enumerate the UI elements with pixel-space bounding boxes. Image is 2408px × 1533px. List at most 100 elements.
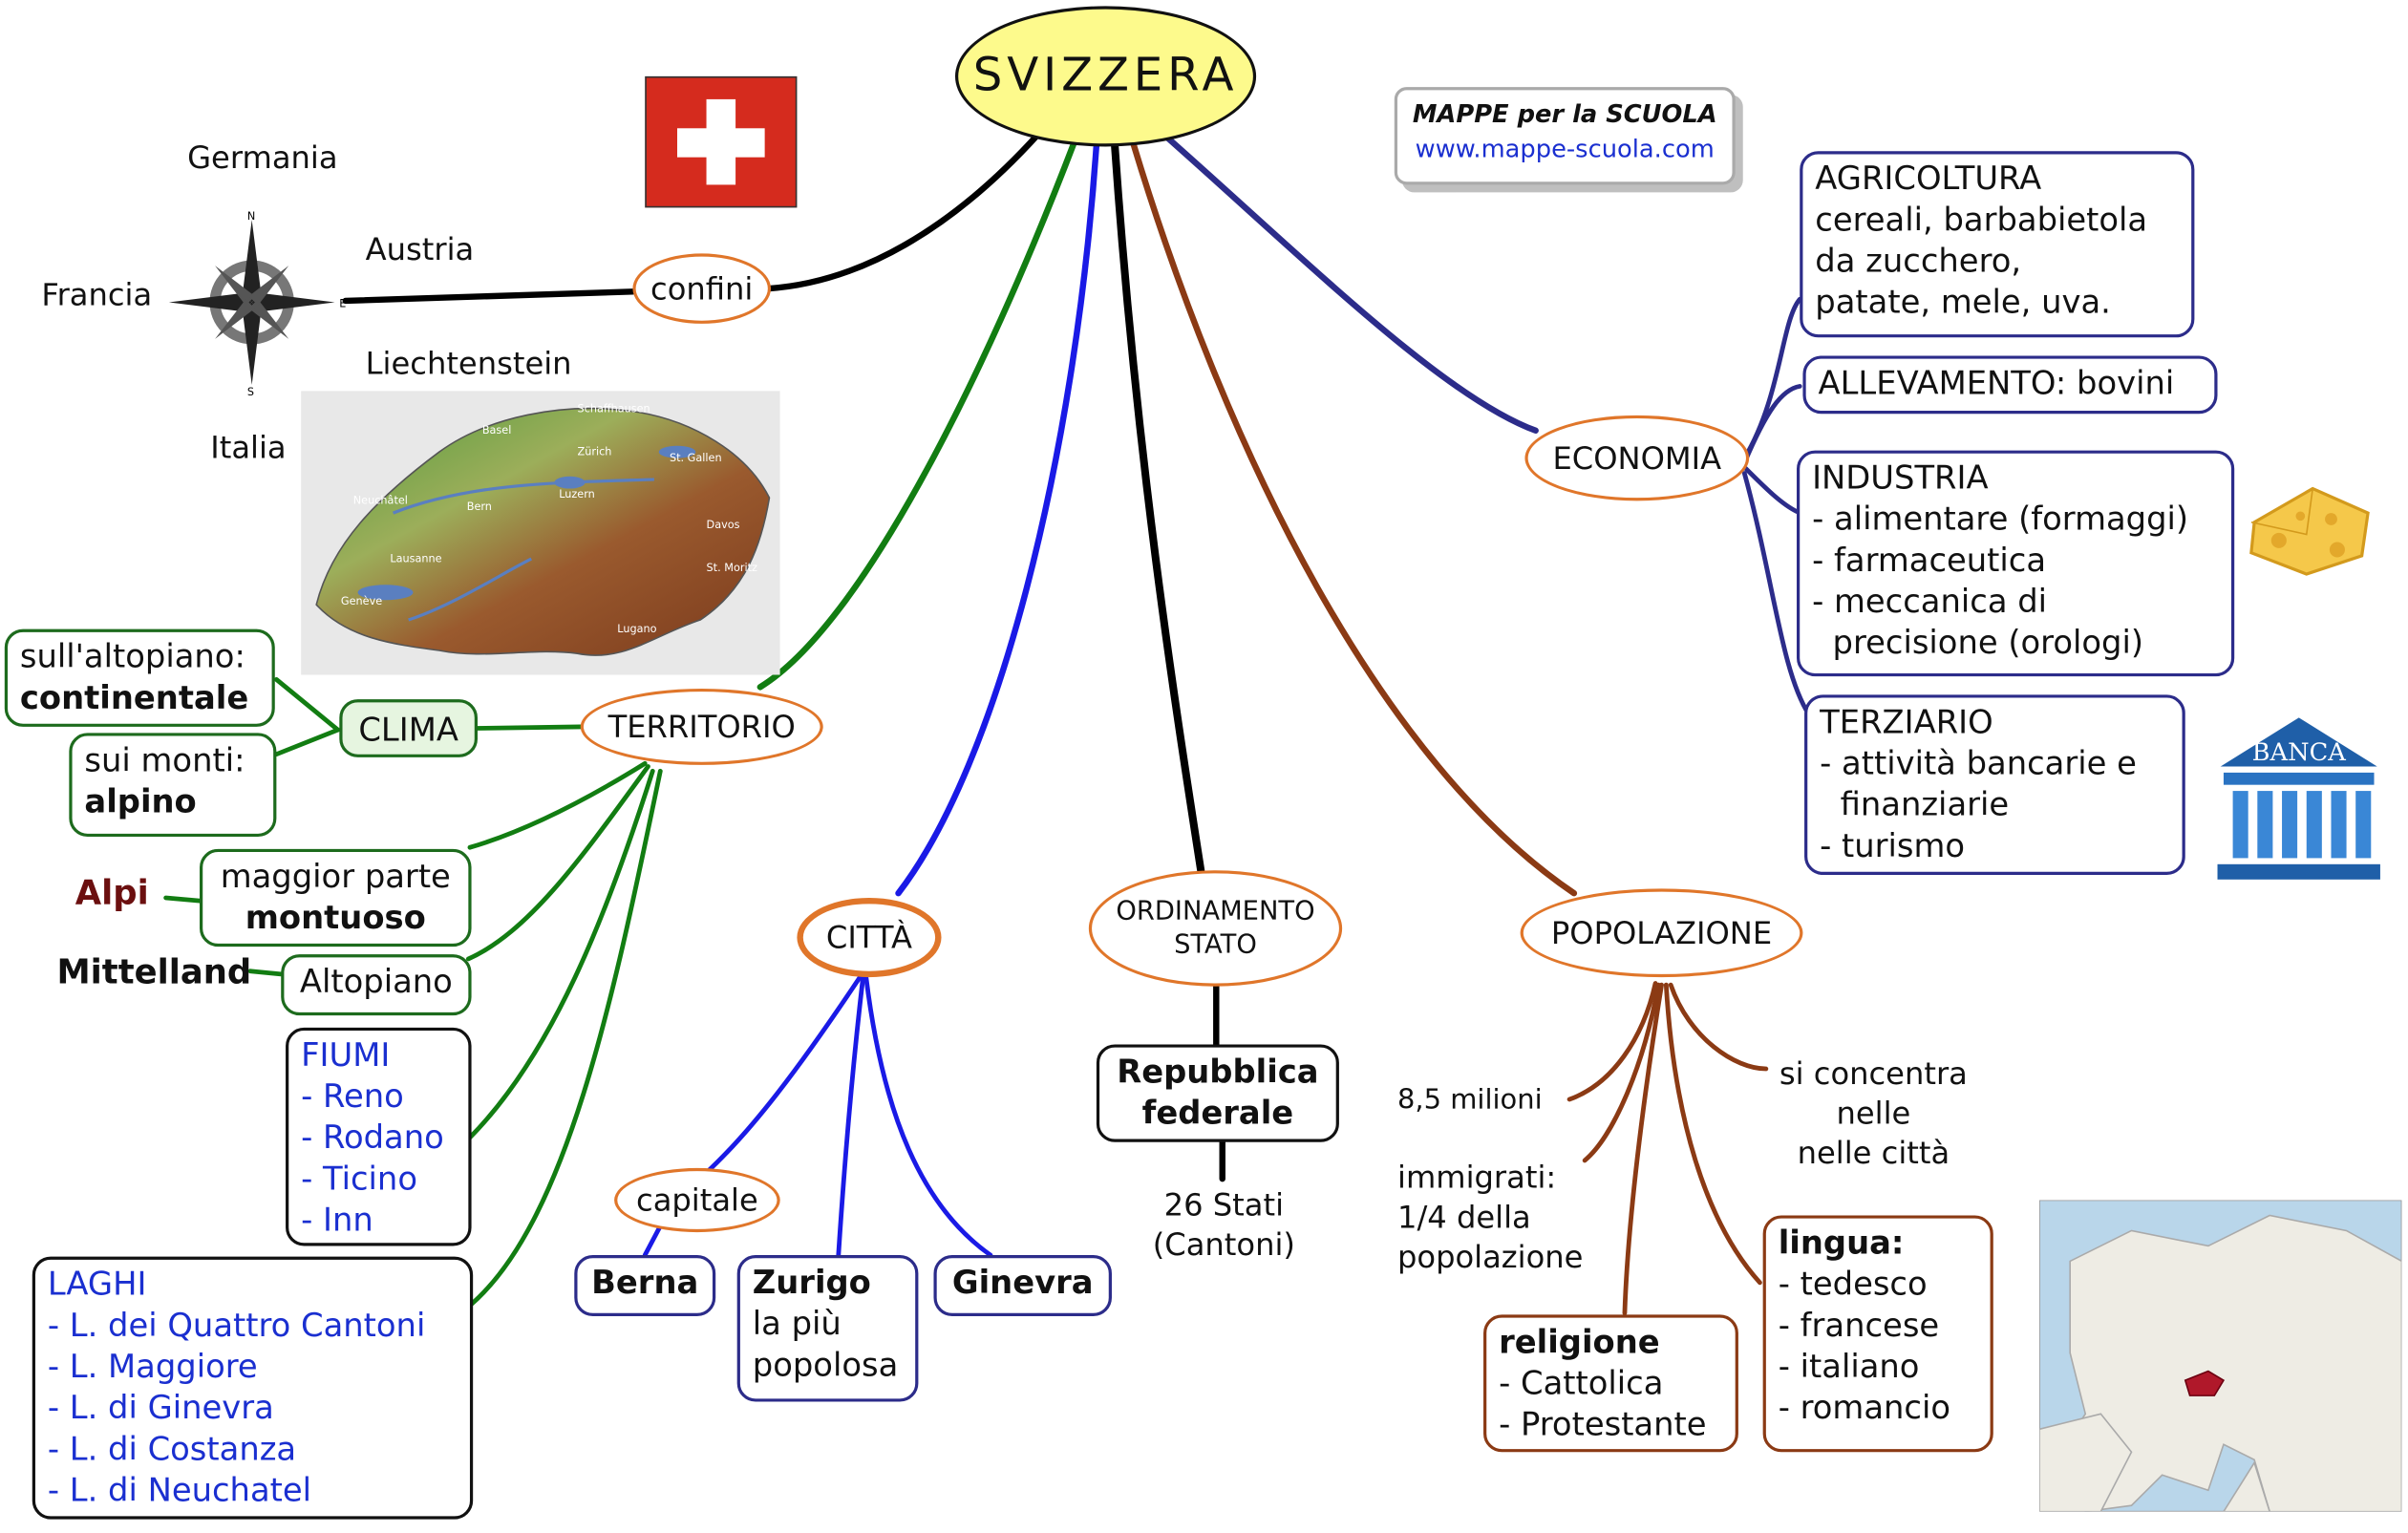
country-italia: Italia: [210, 429, 287, 466]
concentra-line1: si concentra: [1779, 1054, 1968, 1092]
lingua-box: lingua: - tedesco - francese - italiano …: [1762, 1215, 1993, 1453]
map-label-geneve: Genève: [341, 595, 382, 607]
map-label-neuchatel: Neuchâtel: [353, 495, 408, 507]
agricoltura-line1: cereali, barbabietola: [1815, 202, 2148, 239]
capitale-label: capitale: [636, 1182, 758, 1219]
laghi-item-ginevra: - L. di Ginevra: [47, 1389, 274, 1427]
fiumi-item-reno: - Reno: [301, 1077, 404, 1115]
zurigo-line2: popolosa: [752, 1346, 899, 1384]
terziario-line2: finanziarie: [1820, 786, 2010, 823]
clima-altopiano-box: sull'altopiano: continentale: [4, 628, 275, 727]
clima-monti-label: sui monti:: [84, 741, 245, 779]
ginevra-label: Ginevra: [951, 1264, 1094, 1302]
stati-text: 26 Stati (Cantoni): [1140, 1185, 1309, 1265]
concentra-line2: nelle: [1836, 1095, 1911, 1132]
brand-url[interactable]: www.mappe-scuola.com: [1415, 134, 1715, 164]
terziario-line3: - turismo: [1820, 827, 1966, 864]
laghi-box: LAGHI - L. dei Quattro Cantoni - L. Magg…: [32, 1256, 474, 1520]
stati-line2: (Cantoni): [1152, 1225, 1295, 1264]
fiumi-item-inn: - Inn: [301, 1202, 373, 1239]
laghi-item-quattro-cantoni: - L. dei Quattro Cantoni: [47, 1307, 426, 1344]
swiss-flag: [645, 75, 798, 208]
compass-n-label: N: [247, 210, 255, 223]
ginevra-box: Ginevra: [933, 1255, 1112, 1316]
map-label-lausanne: Lausanne: [390, 552, 441, 564]
map-label-basel: Basel: [482, 424, 512, 436]
map-label-bern: Bern: [467, 500, 492, 513]
compass-s-label: S: [247, 386, 254, 398]
fiumi-title: FIUMI: [301, 1036, 391, 1074]
country-francia: Francia: [41, 276, 153, 313]
religione-item-cattolica: - Cattolica: [1499, 1365, 1664, 1402]
terziario-box: TERZIARIO - attività bancarie e finanzia…: [1804, 694, 2185, 875]
clima-node[interactable]: CLIMA: [339, 699, 478, 757]
altopiano-box: Altopiano: [281, 954, 472, 1016]
territorio-node[interactable]: TERRITORIO: [580, 688, 823, 765]
ordinamento-line2: STATO: [1174, 929, 1257, 961]
bank-sign-text: BANCA: [2252, 738, 2347, 767]
lingua-title: lingua:: [1778, 1224, 1905, 1262]
europe-locator-map: [2039, 1200, 2402, 1512]
zurigo-line1: la più: [752, 1305, 842, 1343]
clima-monti-box: sui monti: alpino: [69, 733, 277, 838]
compass-icon: N E S: [168, 210, 346, 398]
country-liechtenstein: Liechtenstein: [365, 345, 572, 382]
religione-box: religione - Cattolica - Protestante: [1483, 1314, 1738, 1453]
terziario-title: TERZIARIO: [1820, 703, 1993, 741]
industria-line2: - farmaceutica: [1812, 542, 2047, 579]
citta-node[interactable]: CITTÀ: [797, 897, 942, 978]
terziario-line1: - attività bancarie e: [1820, 745, 2137, 782]
stati-line1: 26 Stati: [1163, 1186, 1285, 1224]
zurigo-name: Zurigo: [752, 1264, 871, 1302]
montuoso-line2: montuoso: [245, 899, 426, 936]
agricoltura-box: AGRICOLTURA cereali, barbabietola da zuc…: [1800, 151, 2195, 338]
clima-label: CLIMA: [358, 711, 458, 749]
title-text: SVIZZERA: [972, 49, 1239, 103]
map-label-zurich: Zürich: [577, 445, 611, 458]
agricoltura-title: AGRICOLTURA: [1815, 160, 2042, 198]
citta-label: CITTÀ: [825, 919, 913, 956]
ordinamento-line1: ORDINAMENTO: [1116, 896, 1315, 927]
immigrati-line3: popolazione: [1397, 1238, 1584, 1275]
link-confini: [764, 131, 1042, 292]
concentra-text: si concentra nelle nelle città: [1766, 1054, 1981, 1173]
link-economia: [1163, 134, 1539, 435]
brand-name: MAPPE per la SCUOLA: [1412, 98, 1717, 129]
country-germania: Germania: [187, 138, 338, 176]
confini-label: confini: [650, 269, 754, 308]
capitale-node: capitale: [614, 1167, 780, 1233]
switzerland-relief-map: Basel Schaffhausen Zürich St. Gallen Luz…: [301, 391, 780, 675]
link-citta: [895, 141, 1100, 897]
lingua-item-romancio: - romancio: [1778, 1389, 1951, 1427]
title-node: SVIZZERA: [954, 6, 1257, 147]
laghi-item-maggiore: - L. Maggiore: [47, 1348, 258, 1385]
religione-title: religione: [1499, 1323, 1660, 1361]
link-ordinamento: [1111, 142, 1205, 875]
confini-node[interactable]: confini: [632, 253, 772, 324]
laghi-item-costanza: - L. di Costanza: [47, 1430, 297, 1468]
clima-monti-value: alpino: [84, 783, 197, 820]
economia-label: ECONOMIA: [1552, 439, 1722, 477]
laghi-item-neuchatel: - L. di Neuchatel: [47, 1472, 312, 1509]
country-austria: Austria: [365, 230, 475, 267]
map-label-st-gallen: St. Gallen: [670, 452, 722, 464]
popolazione-node[interactable]: POPOLAZIONE: [1520, 888, 1803, 978]
fiumi-box: FIUMI - Reno - Rodano - Ticino - Inn: [286, 1027, 472, 1246]
montuoso-line1: maggior parte: [220, 858, 451, 895]
clima-altopiano-value: continentale: [19, 679, 249, 716]
ordinamento-node[interactable]: ORDINAMENTO STATO: [1088, 870, 1343, 987]
agricoltura-line3: patate, mele, uva.: [1815, 284, 2111, 321]
repubblica-box: Repubblica federale: [1096, 1044, 1339, 1142]
lingua-item-francese: - francese: [1778, 1307, 1940, 1344]
zurigo-box: Zurigo la più popolosa: [736, 1255, 919, 1402]
clima-altopiano-label: sull'altopiano:: [19, 638, 245, 675]
economia-node[interactable]: ECONOMIA: [1524, 415, 1750, 501]
laghi-title: LAGHI: [47, 1266, 147, 1303]
map-label-luzern: Luzern: [559, 488, 595, 500]
industria-title: INDUSTRIA: [1812, 459, 1989, 497]
map-label-schaffhausen: Schaffhausen: [577, 403, 650, 415]
repubblica-line2: federale: [1141, 1095, 1294, 1132]
berna-label: Berna: [591, 1264, 699, 1302]
